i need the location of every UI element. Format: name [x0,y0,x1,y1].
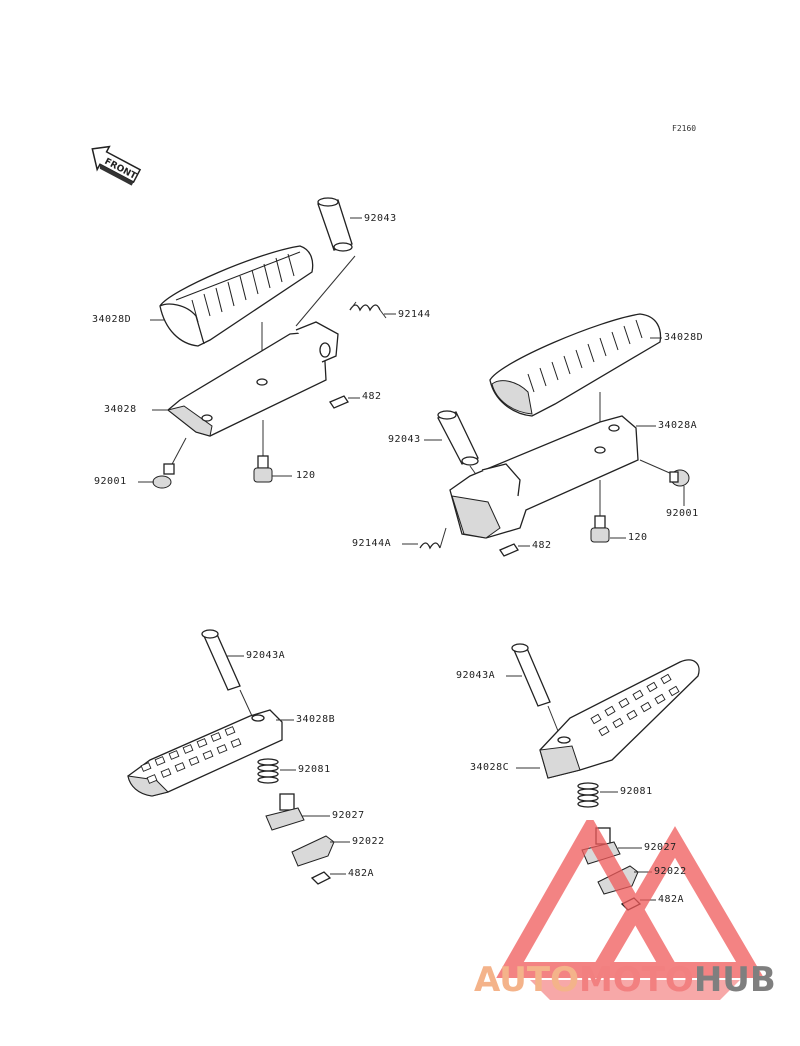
label-92081-left: 92081 [298,764,331,775]
pin-92043 [317,197,353,252]
label-120-b: 120 [628,532,648,543]
label-34028d-right: 34028D [664,332,704,343]
label-92043: 92043 [364,213,397,224]
label-92144a: 92144A [352,538,392,549]
label-34028d: 34028D [92,314,132,325]
left-rear-footpeg-assembly [127,629,350,885]
right-rear-footpeg-assembly [506,643,700,911]
label-92027-right: 92027 [644,842,677,853]
pin-92043-right [437,410,479,466]
label-34028: 34028 [104,404,137,415]
label-482a-left: 482A [348,868,375,879]
right-front-footpeg-assembly [402,313,690,557]
label-120-a: 120 [296,470,316,481]
label-92022-right: 92022 [654,866,687,877]
automotohub-logo-icon [496,820,764,1000]
bracket-34028 [166,321,339,437]
clip-482-a [329,395,349,409]
spring-92144 [349,301,387,319]
bolt-92001-a [152,463,175,489]
footpeg-34028b [127,709,283,797]
footpeg-34028c [539,659,700,779]
automotohub-wordmark: AUTOMOTOHUB [474,960,776,1000]
label-92043-right: 92043 [388,434,421,445]
figure-code: F2160 [672,124,697,133]
label-92027-left: 92027 [332,810,365,821]
label-482-a: 482 [362,391,382,402]
spring-92081-left [257,758,279,784]
label-92081-right: 92081 [620,786,653,797]
label-34028b: 34028B [296,714,336,725]
label-92043a-left: 92043A [246,650,286,661]
label-482-b: 482 [532,540,552,551]
clip-482a-left [310,871,332,885]
bracket-34028a [449,415,639,539]
pin-92043a-left [201,629,241,691]
plate-92022-left [291,835,335,867]
rubber-cover-34028d [159,245,314,347]
rubber-cover-34028d-right [489,313,662,417]
label-92001-a: 92001 [94,476,127,487]
label-92022-left: 92022 [352,836,385,847]
label-92001-b: 92001 [666,508,699,519]
spring-92144a [419,527,447,550]
spring-92081-right [577,782,599,808]
bolt-120-a [253,455,273,483]
clip-482-b [499,543,519,557]
front-arrow-icon: FRONT [91,145,142,186]
label-92144: 92144 [398,309,431,320]
pin-92043a-right [511,643,551,707]
label-34028c: 34028C [470,762,510,773]
label-34028a: 34028A [658,420,698,431]
label-92043a-right: 92043A [456,670,496,681]
bolt-120-b [590,515,610,543]
bolt-92001-b [669,469,690,487]
left-front-footpeg-assembly [138,197,396,489]
ball-holder-92027-left [265,793,305,831]
label-482a-right: 482A [658,894,685,905]
